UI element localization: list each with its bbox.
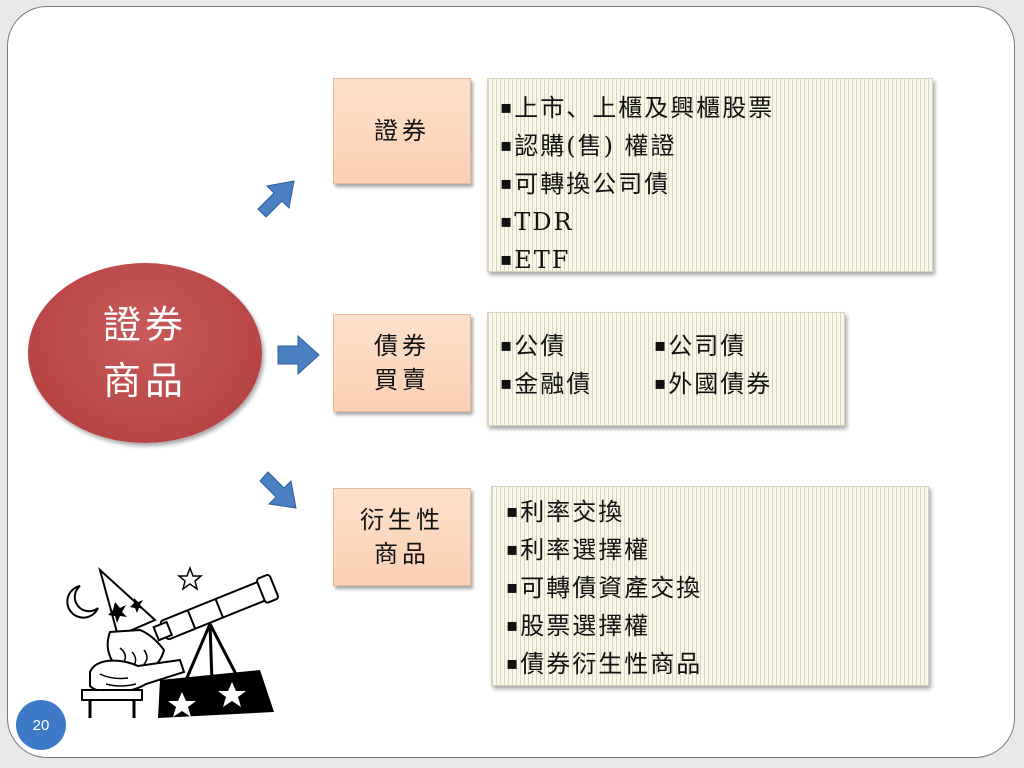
arrow-right-icon (277, 334, 320, 376)
list-item: TDR (500, 203, 932, 241)
panel-bond-list: 公債 金融債 公司債 外國債券 (487, 312, 845, 426)
category-box-derivatives: 衍生性 商品 (333, 488, 471, 586)
category-label: 商品 (374, 540, 430, 568)
list-item: 外國債券 (654, 365, 772, 403)
category-label: 債券 (374, 332, 430, 360)
category-label: 衍生性 (360, 506, 444, 534)
list-item: 可轉債資產交換 (506, 569, 928, 607)
list-item: 認購(售) 權證 (500, 127, 932, 165)
center-topic-oval: 證券 商品 (28, 263, 262, 443)
list-item: 股票選擇權 (506, 607, 928, 645)
wizard-telescope-illustration (66, 565, 279, 718)
category-label: 買賣 (374, 366, 430, 394)
panel-derivatives-list: 利率交換 利率選擇權 可轉債資產交換 股票選擇權 債券衍生性商品 (491, 486, 929, 686)
bond-column-2: 公司債 外國債券 (654, 327, 772, 403)
arrow-up-right-icon (257, 180, 295, 218)
category-label: 證券 (374, 117, 430, 145)
arrow-down-right-icon (259, 471, 297, 509)
center-topic-line1: 證券 (102, 303, 187, 347)
bond-column-1: 公債 金融債 (500, 327, 592, 403)
list-item: 可轉換公司債 (500, 165, 932, 203)
center-topic-line2: 商品 (102, 359, 187, 403)
page-number-badge: 20 (16, 700, 66, 750)
list-item: 利率選擇權 (506, 531, 928, 569)
category-box-securities: 證券 (333, 78, 471, 184)
category-box-bond-trading: 債券 買賣 (333, 314, 471, 412)
list-item: 公債 (500, 327, 592, 365)
list-item: 金融債 (500, 365, 592, 403)
panel-securities-list: 上市、上櫃及興櫃股票 認購(售) 權證 可轉換公司債 TDR ETF (487, 78, 933, 274)
list-item: ETF (500, 241, 932, 279)
list-item: 公司債 (654, 327, 772, 365)
list-item: 上市、上櫃及興櫃股票 (500, 89, 932, 127)
list-item: 利率交換 (506, 493, 928, 531)
list-item: 債券衍生性商品 (506, 645, 928, 683)
